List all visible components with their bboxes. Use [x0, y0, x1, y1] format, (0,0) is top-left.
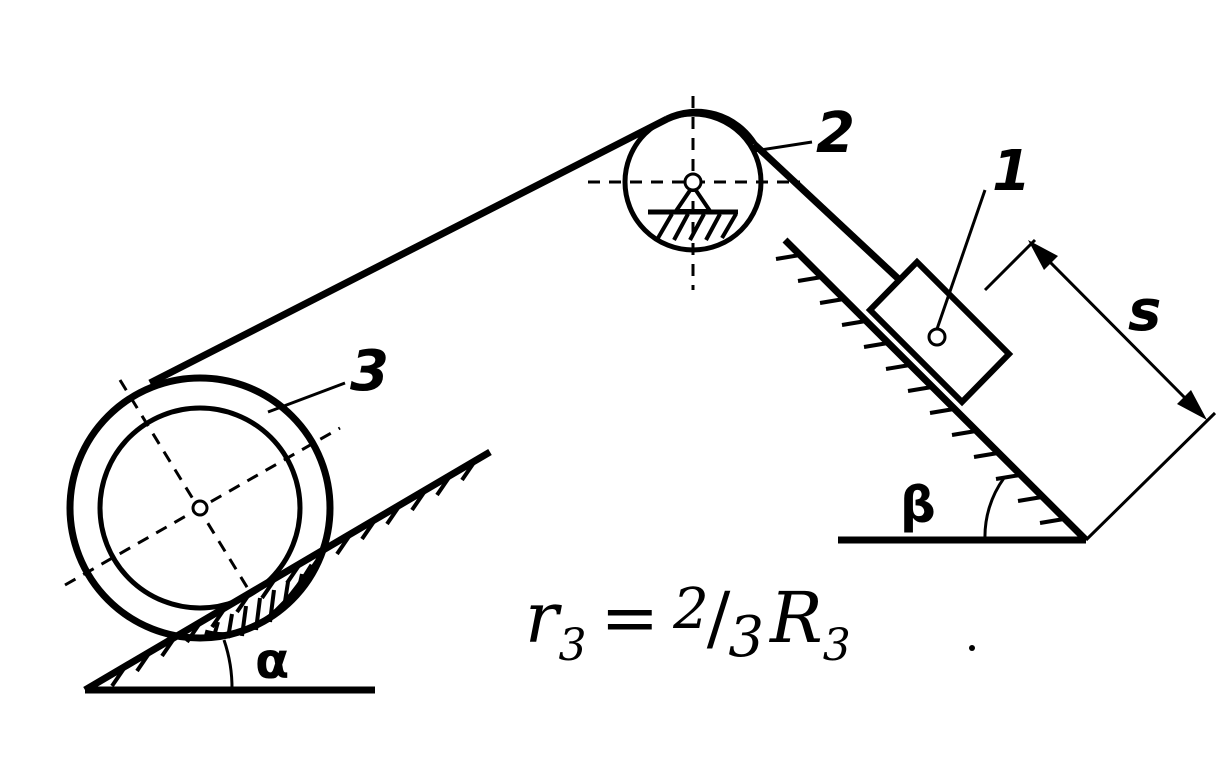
label-beta: β [900, 476, 936, 534]
formula-lhs: r [525, 577, 559, 659]
formula-coef-slash: / [706, 577, 731, 659]
beta-arc [983, 477, 1006, 541]
left-incline-hatching [110, 459, 477, 688]
s-extension-top [983, 238, 1037, 292]
pulley2-leader [753, 140, 813, 153]
label-alpha: α [255, 632, 289, 690]
wheel-3 [64, 374, 346, 642]
formula-rhs-subscript: 3 [822, 620, 851, 671]
wheel3-inner-rim [97, 405, 303, 611]
radius-relation-formula: r3=2/3R3 [525, 582, 851, 668]
wheel3-center-pin [191, 499, 209, 517]
formula-equals: = [600, 577, 660, 659]
block-1 [865, 189, 1037, 407]
speck [969, 645, 975, 651]
label-s: s [1128, 279, 1161, 344]
block1-center-pin [927, 327, 947, 347]
formula-lhs-subscript: 3 [558, 620, 587, 671]
s-arrow-head-top [1028, 240, 1058, 270]
formula-coef-numerator: 2 [673, 577, 709, 642]
label-body-2: 2 [816, 101, 855, 166]
s-dimension-line [1038, 250, 1197, 410]
right-incline-surface [782, 237, 1089, 543]
pulley-2 [588, 96, 813, 290]
alpha-arc [222, 639, 234, 691]
wheel3-leader [267, 381, 346, 414]
s-dimension [1028, 240, 1207, 420]
cable-right-span [751, 141, 908, 288]
formula-rhs: R [770, 577, 823, 659]
cable-left-span [148, 115, 669, 387]
right-incline [775, 237, 1217, 544]
pulley2-support [648, 172, 738, 241]
s-extension-bottom [1084, 411, 1217, 542]
wheel3-outer-rim [66, 374, 334, 642]
label-body-3: 3 [350, 339, 389, 404]
formula-coef-denominator: 3 [728, 605, 764, 670]
block1-leader [935, 189, 987, 330]
right-incline-hatching [775, 253, 1065, 525]
label-body-1: 1 [992, 139, 1031, 204]
s-arrow-head-bottom [1177, 390, 1207, 420]
pulley2-center-pin [683, 172, 703, 192]
